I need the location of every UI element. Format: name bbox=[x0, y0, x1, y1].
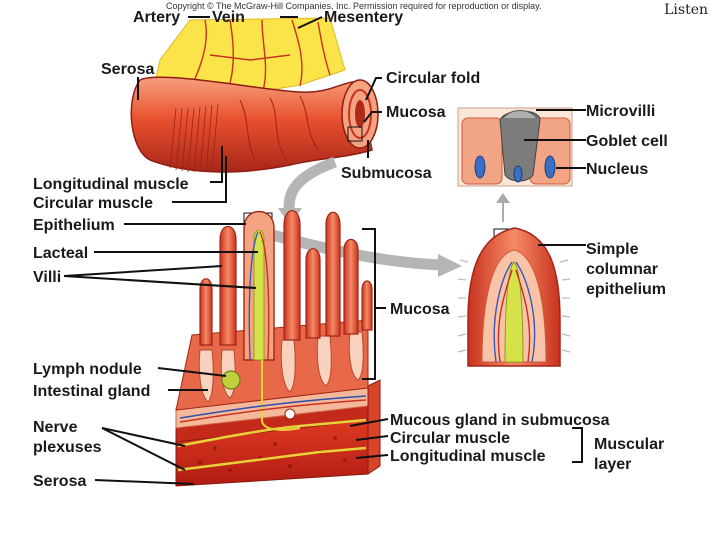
enlarged-villus bbox=[457, 227, 571, 367]
microvilli-inset bbox=[457, 107, 573, 187]
label-vein: Vein bbox=[212, 9, 245, 26]
label-submucosa: Submucosa bbox=[341, 165, 432, 182]
diagram-labels: Artery Vein Mesentery Serosa Circular fo… bbox=[33, 9, 668, 490]
label-simple: Simple bbox=[586, 241, 639, 258]
label-circular-muscle-bottom: Circular muscle bbox=[390, 430, 510, 447]
intestine-tube bbox=[130, 76, 373, 173]
label-layer: layer bbox=[594, 456, 631, 473]
label-circular-muscle-top: Circular muscle bbox=[33, 195, 153, 212]
tube-vessels bbox=[239, 95, 319, 161]
label-columnar: columnar bbox=[586, 261, 658, 278]
label-nerve: Nerve bbox=[33, 419, 78, 436]
nerve-plexus-lines bbox=[177, 360, 367, 472]
label-nucleus: Nucleus bbox=[586, 161, 648, 178]
tube-lumen bbox=[355, 100, 365, 128]
label-lymph-nodule: Lymph nodule bbox=[33, 361, 142, 378]
copyright-text: Copyright © The McGraw-Hill Companies, I… bbox=[166, 1, 541, 11]
label-villi: Villi bbox=[33, 269, 61, 286]
arrow-down-to-villi bbox=[283, 156, 337, 217]
label-microvilli: Microvilli bbox=[586, 103, 655, 120]
villi bbox=[199, 210, 373, 346]
label-intestinal-gland: Intestinal gland bbox=[33, 383, 150, 400]
label-longitudinal-muscle-top: Longitudinal muscle bbox=[33, 176, 189, 193]
label-mucosa-top: Mucosa bbox=[386, 104, 446, 121]
label-muscular: Muscular bbox=[594, 436, 664, 453]
label-circular-fold: Circular fold bbox=[386, 70, 480, 87]
label-lacteal: Lacteal bbox=[33, 245, 88, 262]
central-villus bbox=[243, 211, 275, 361]
label-epithelium-right: epithelium bbox=[586, 281, 666, 298]
zoom-box-top bbox=[347, 126, 363, 142]
label-epithelium: Epithelium bbox=[33, 217, 115, 234]
listen-button[interactable]: Listen bbox=[664, 2, 708, 18]
label-mucosa-mid: Mucosa bbox=[390, 301, 450, 318]
label-mucous-gland: Mucous gland in submucosa bbox=[390, 412, 610, 429]
mucous-gland-shape bbox=[284, 408, 296, 420]
label-longitudinal-muscle-bottom: Longitudinal muscle bbox=[390, 448, 546, 465]
tube-muscle-bands bbox=[169, 103, 219, 173]
leader-lines bbox=[63, 16, 586, 485]
label-serosa-bottom: Serosa bbox=[33, 473, 86, 490]
label-serosa-top: Serosa bbox=[101, 61, 154, 78]
label-goblet-cell: Goblet cell bbox=[586, 133, 668, 150]
lymph-nodule-shape bbox=[221, 370, 241, 390]
label-plexuses: plexuses bbox=[33, 439, 102, 456]
label-mesentery: Mesentery bbox=[324, 9, 403, 26]
label-artery: Artery bbox=[133, 9, 180, 26]
nucleus-icon bbox=[474, 155, 486, 179]
